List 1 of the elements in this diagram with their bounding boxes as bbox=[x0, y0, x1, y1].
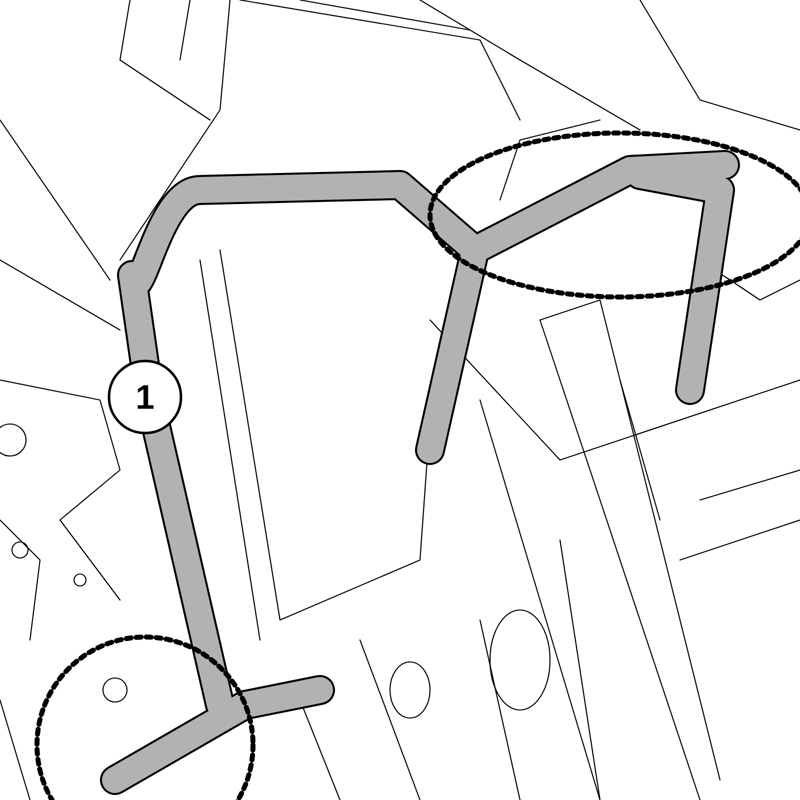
callout-number: 1 bbox=[108, 360, 182, 434]
